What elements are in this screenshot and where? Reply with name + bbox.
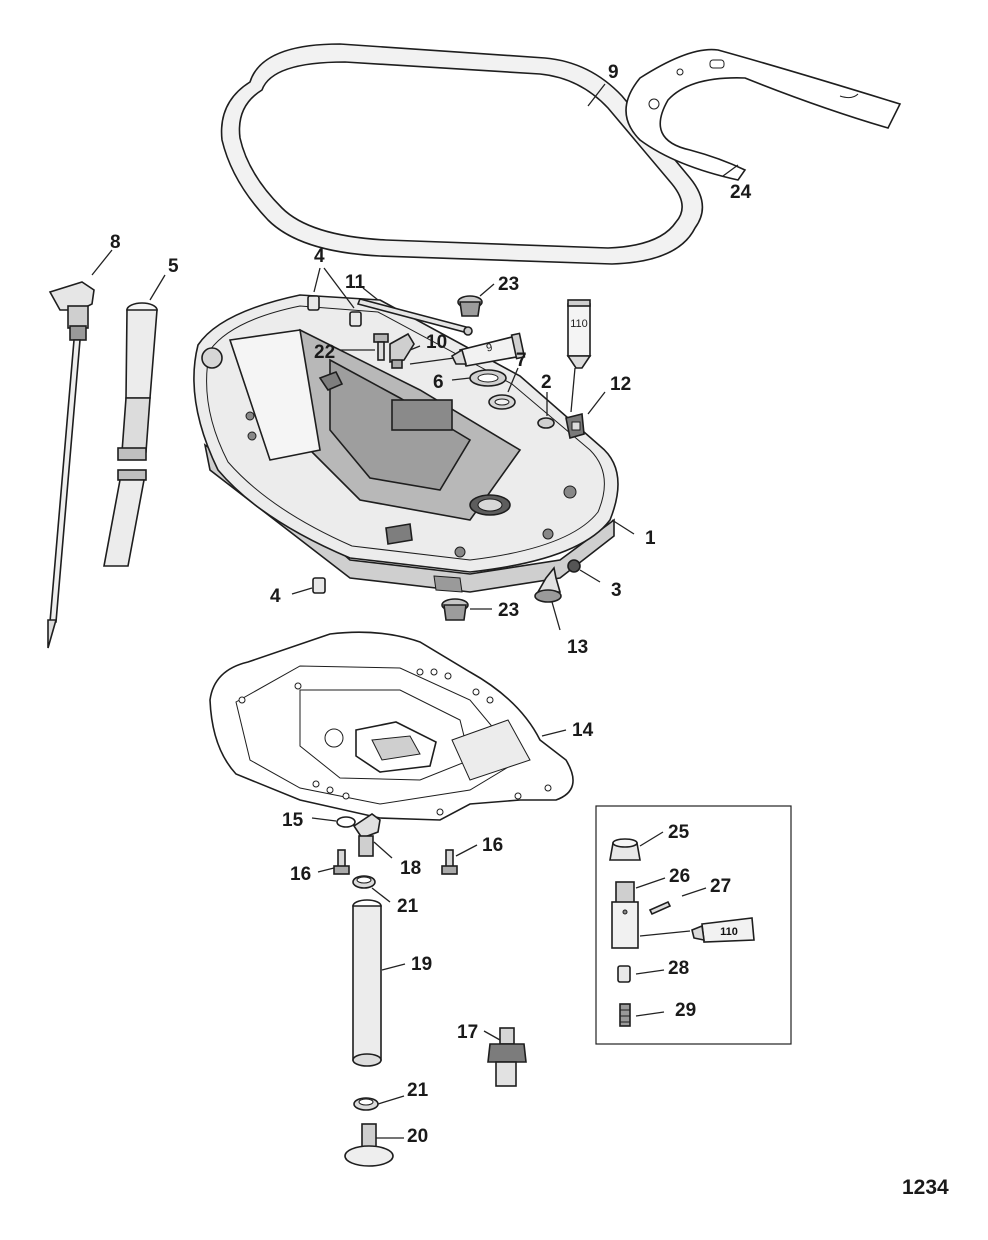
part-13-grommet bbox=[534, 566, 562, 603]
callout-10: 10 bbox=[426, 332, 447, 353]
part-21-clamp-b bbox=[353, 1097, 379, 1111]
callout-20: 20 bbox=[407, 1126, 428, 1147]
part-4-dowel-pin-a bbox=[307, 295, 362, 327]
callout-7: 7 bbox=[516, 350, 527, 371]
callout-23-upper: 23 bbox=[498, 274, 519, 295]
part-6-seal bbox=[469, 369, 507, 387]
part-9-grease-tube bbox=[450, 332, 526, 367]
callout-2: 2 bbox=[541, 372, 552, 393]
part-27-pin bbox=[648, 900, 672, 916]
callout-4-lower: 4 bbox=[270, 586, 281, 607]
part-26-body bbox=[611, 881, 639, 949]
callout-13: 13 bbox=[567, 637, 588, 658]
part-5-dipstick-tube bbox=[103, 302, 158, 567]
callout-17: 17 bbox=[457, 1022, 478, 1043]
callout-19: 19 bbox=[411, 954, 432, 975]
part-23-grommet-b bbox=[441, 598, 469, 621]
callout-12: 12 bbox=[610, 374, 631, 395]
part-12-grommet bbox=[565, 412, 585, 440]
leader-lines bbox=[91, 83, 739, 1139]
callout-8: 8 bbox=[110, 232, 121, 253]
callout-26: 26 bbox=[669, 866, 690, 887]
part-110-grease-tube-inset bbox=[691, 917, 755, 943]
part-2-plug bbox=[537, 417, 555, 429]
part-19-tube bbox=[352, 899, 382, 1067]
callout-11: 11 bbox=[345, 272, 366, 293]
part-8-dipstick bbox=[47, 281, 95, 649]
callout-22: 22 bbox=[314, 342, 335, 363]
part-18-fitting bbox=[352, 813, 381, 857]
part-15-o-ring bbox=[336, 816, 356, 828]
callout-23-lower: 23 bbox=[498, 600, 519, 621]
part-21-clamp-a bbox=[352, 875, 376, 889]
callout-5: 5 bbox=[168, 256, 179, 277]
callout-18: 18 bbox=[400, 858, 421, 879]
callout-16-right: 16 bbox=[482, 835, 503, 856]
part-14-gasket bbox=[209, 631, 574, 821]
callout-21-upper: 21 bbox=[397, 896, 419, 917]
inset-box bbox=[595, 805, 792, 1045]
part-28-pin bbox=[617, 965, 631, 983]
part-7-bushing bbox=[488, 394, 516, 410]
part-23-grommet-a bbox=[457, 295, 483, 317]
part-11-rod bbox=[356, 298, 473, 336]
tube-label-110-upper: 110 bbox=[570, 318, 588, 330]
part-17-fitting bbox=[487, 1027, 527, 1087]
part-20-fitting bbox=[344, 1123, 394, 1167]
part-16-screw-a bbox=[333, 849, 350, 875]
figure-number: 1234 bbox=[902, 1176, 949, 1199]
part-9-cowl-seal bbox=[220, 43, 704, 265]
callout-29: 29 bbox=[675, 1000, 696, 1021]
part-25-cap bbox=[609, 838, 641, 861]
part-110-grease-tube-upper bbox=[566, 299, 592, 369]
callout-21-lower: 21 bbox=[407, 1080, 429, 1101]
callout-25: 25 bbox=[668, 822, 690, 843]
callout-9: 9 bbox=[608, 62, 619, 83]
tube-label-9: 9 bbox=[485, 342, 493, 355]
callout-14: 14 bbox=[572, 720, 594, 741]
part-1-adapter-plate bbox=[193, 294, 619, 593]
callout-24: 24 bbox=[730, 182, 752, 203]
callout-28: 28 bbox=[668, 958, 689, 979]
part-22-screw bbox=[373, 333, 389, 361]
callout-16-left: 16 bbox=[290, 864, 311, 885]
callout-3: 3 bbox=[611, 580, 622, 601]
callout-27: 27 bbox=[710, 876, 731, 897]
part-16-screw-b bbox=[441, 849, 458, 875]
callout-1: 1 bbox=[645, 528, 656, 549]
part-4-dowel-pin-b bbox=[312, 577, 326, 594]
callout-6: 6 bbox=[433, 372, 444, 393]
part-24-gasket-plate bbox=[625, 48, 902, 181]
part-29-spring bbox=[619, 1003, 631, 1027]
callout-4-upper: 4 bbox=[314, 246, 325, 267]
tube-label-110-inset: 110 bbox=[720, 926, 738, 938]
callout-15: 15 bbox=[282, 810, 304, 831]
part-10-fitting bbox=[389, 332, 415, 369]
part-3-nut bbox=[567, 559, 581, 573]
